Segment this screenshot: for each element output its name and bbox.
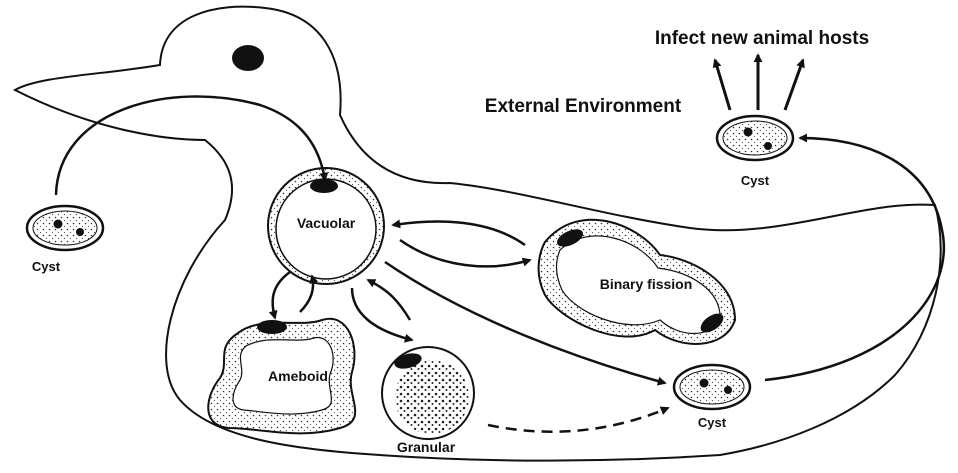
environment-label: External Environment (485, 96, 682, 117)
granular-cell-icon (382, 347, 474, 439)
granular-label: Granular (397, 439, 456, 455)
arrow-vacuolar-to-ameboid (273, 272, 290, 318)
cyst-left-icon (27, 206, 103, 250)
duck-host-outline (15, 7, 941, 461)
ameboid-label: Ameboid (268, 368, 328, 384)
duck-eye-icon (232, 45, 264, 71)
cyst-internal-icon (674, 365, 750, 409)
arrow-granular-to-cyst-dashed (488, 408, 668, 432)
binary-fission-label: Binary fission (600, 276, 693, 292)
cyst-external-label: Cyst (741, 173, 770, 188)
arrow-vacuolar-to-granular (352, 288, 412, 340)
arrow-fission-to-vacuolar (393, 222, 525, 245)
arrow-granular-to-vacuolar (368, 280, 410, 320)
infect-arrows (715, 55, 803, 110)
cyst-left-label: Cyst (32, 259, 61, 274)
cyst-external-icon (717, 116, 793, 160)
arrow-ingest (56, 96, 325, 195)
vacuolar-label: Vacuolar (297, 215, 356, 231)
title: Infect new animal hosts (655, 28, 869, 49)
arrow-vacuolar-to-fission (400, 240, 530, 266)
cyst-internal-label: Cyst (698, 415, 727, 430)
